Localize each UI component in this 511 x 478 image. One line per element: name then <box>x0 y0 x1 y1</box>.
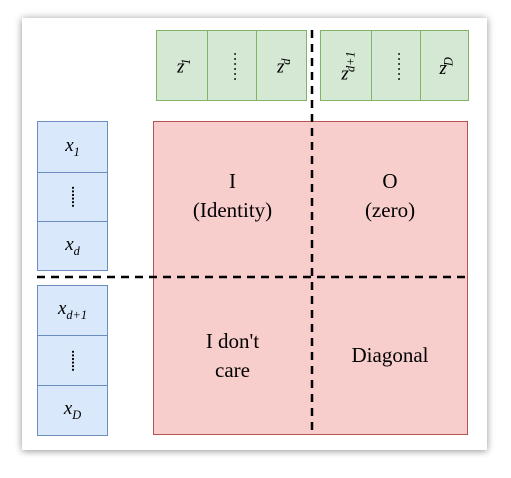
z-dots-cell-2: ...... <box>371 30 421 101</box>
x-capital-d-cell: xD <box>37 385 108 436</box>
quadrant-top-right-label: O(zero) <box>364 169 416 223</box>
vertical-dots-icon <box>71 186 74 208</box>
x-1-cell: x1 <box>37 121 108 173</box>
x-dots-cell-2 <box>37 335 108 386</box>
z-1-cell: z1 <box>156 30 208 101</box>
x-d-plus-1-cell: xd+1 <box>37 285 108 336</box>
z-capital-d-cell: zD <box>420 30 469 101</box>
vertical-dots-icon-2 <box>71 349 74 372</box>
z-d-plus-1-cell: zd+1 <box>320 30 372 101</box>
x-dots-cell <box>37 172 108 222</box>
quadrant-top-left-label: I(Identity) <box>192 169 273 223</box>
z-dots-cell: ...... <box>207 30 257 101</box>
x-d-cell: xd <box>37 221 108 271</box>
quadrant-bottom-right-label: Diagonal <box>351 343 429 367</box>
z-d-cell: zd <box>256 30 307 101</box>
